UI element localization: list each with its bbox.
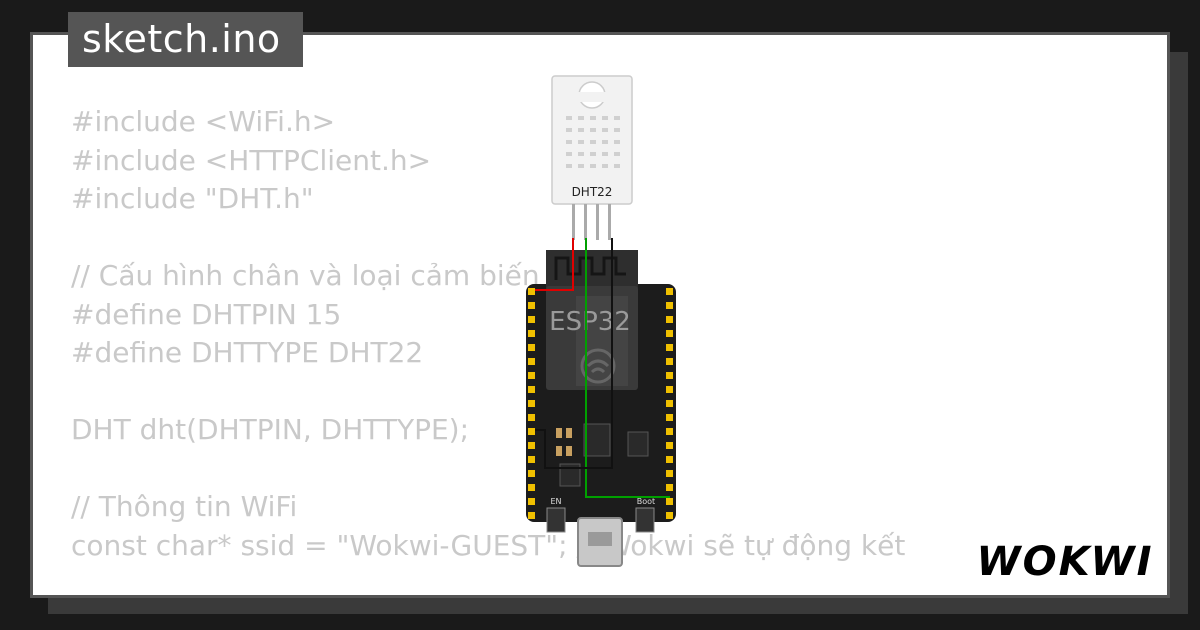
code-line: #include <WiFi.h> [71, 105, 336, 138]
code-preview: #include <WiFi.h> #include <HTTPClient.h>… [71, 103, 905, 565]
en-button[interactable] [546, 507, 566, 533]
wires [535, 238, 670, 498]
left-pin-header [528, 288, 535, 519]
wokwi-logo: WOKWI [978, 539, 1153, 585]
boot-label: Boot [637, 497, 655, 506]
vcc-wire [535, 238, 574, 291]
data-wire [585, 238, 670, 498]
gnd-wire [535, 238, 613, 469]
file-name-tab[interactable]: sketch.ino [68, 12, 303, 67]
dht22-label: DHT22 [572, 185, 613, 199]
right-pin-header [666, 288, 673, 519]
esp32-label: ESP32 [549, 307, 631, 337]
code-line: #include "DHT.h" [71, 182, 314, 215]
wokwi-logo-text: WOKWI [978, 539, 1153, 585]
code-line: #define DHTTYPE DHT22 [71, 336, 424, 369]
en-label: EN [550, 497, 561, 506]
code-line: // Thông tin WiFi [71, 490, 298, 523]
wifi-icon [580, 348, 616, 384]
code-line: #include <HTTPClient.h> [71, 143, 432, 177]
code-line: // Cấu hình chân và loại cảm biến [71, 259, 540, 292]
esp32-board[interactable]: ESP32 [526, 250, 676, 567]
code-line: DHT dht(DHTPIN, DHTTYPE); [71, 413, 470, 446]
dht22-sensor[interactable]: DHT22 [551, 75, 633, 240]
code-line: #define DHTPIN 15 [71, 297, 342, 331]
boot-button[interactable] [635, 507, 655, 533]
code-line: const char* ssid = "Wokwi-GUEST"; // Wok… [71, 528, 906, 562]
